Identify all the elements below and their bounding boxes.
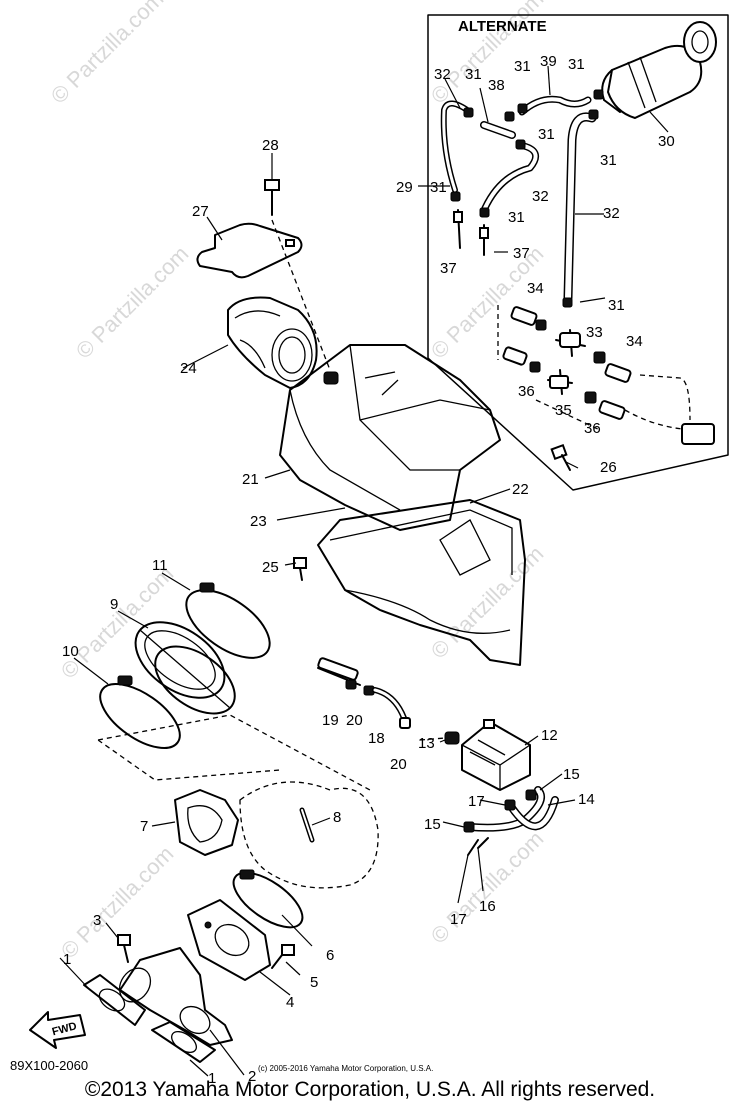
callout-label: 14 xyxy=(578,791,595,808)
callout-label: 31 xyxy=(430,179,447,196)
callout-label: 17 xyxy=(450,911,467,928)
watermark: © Partzilla.com xyxy=(426,826,549,949)
guide-line xyxy=(97,714,371,791)
callout-label: 15 xyxy=(563,766,580,783)
watermarks: © Partzilla.com © Partzilla.com © Partzi… xyxy=(46,0,549,964)
callout-label: 1 xyxy=(208,1070,216,1087)
callout-label: 6 xyxy=(326,947,334,964)
callout-label: 31 xyxy=(568,56,585,73)
screw-25 xyxy=(293,557,307,581)
gasket-7 xyxy=(174,789,239,856)
callout-label: 32 xyxy=(434,66,451,83)
callout-label: 33 xyxy=(586,324,603,341)
callout-label: 8 xyxy=(333,809,341,826)
alternate-fittings xyxy=(497,305,715,445)
fuel-pump-12 xyxy=(419,719,531,791)
watermark: © Partzilla.com xyxy=(426,541,549,664)
fuel-filter-30 xyxy=(601,21,717,119)
watermark: © Partzilla.com xyxy=(71,241,194,364)
callout-label: 36 xyxy=(518,383,535,400)
small-copyright: (c) 2005-2016 Yamaha Motor Corporation, … xyxy=(258,1064,433,1073)
callout-label: 10 xyxy=(62,643,79,660)
watermark: © Partzilla.com xyxy=(46,0,169,109)
callout-label: 25 xyxy=(262,559,279,576)
intake-duct-24 xyxy=(227,296,318,389)
fwd-arrow: FWD xyxy=(29,1011,86,1049)
callout-label: 1 xyxy=(63,951,71,968)
clamp-6 xyxy=(232,869,304,929)
callout-label: 28 xyxy=(262,137,279,154)
gasket-1-upper xyxy=(83,974,146,1026)
callout-label: 5 xyxy=(310,974,318,991)
callout-label: 36 xyxy=(584,420,601,437)
callout-label: 2 xyxy=(248,1068,256,1085)
callout-label: 4 xyxy=(286,994,294,1011)
gasket-1-lower xyxy=(151,1021,216,1063)
callout-label: 39 xyxy=(540,53,557,70)
clamp-11 xyxy=(185,582,271,659)
bolt-5 xyxy=(271,944,295,969)
callout-label: 37 xyxy=(440,260,457,277)
callout-label: 31 xyxy=(508,209,525,226)
callout-label: 31 xyxy=(600,152,617,169)
fwd-label: FWD xyxy=(51,1020,78,1038)
callout-label: 12 xyxy=(541,727,558,744)
callout-label: 23 xyxy=(250,513,267,530)
callout-label: 22 xyxy=(512,481,529,498)
callout-label: 37 xyxy=(513,245,530,262)
callout-label: 17 xyxy=(468,793,485,810)
callout-label: 35 xyxy=(555,402,572,419)
callout-label: 3 xyxy=(93,912,101,929)
callout-label: 26 xyxy=(600,459,617,476)
callout-label: 32 xyxy=(603,205,620,222)
bolt-26 xyxy=(550,443,571,471)
callout-label: 30 xyxy=(658,133,675,150)
callouts: 1 1 2 3 4 5 6 7 8 9 10 11 12 13 14 15 15… xyxy=(62,53,675,1087)
airbox-upper-21 xyxy=(279,344,501,531)
carb-outline xyxy=(239,781,379,889)
alternate-hoses xyxy=(440,89,604,308)
adapter-4 xyxy=(187,899,271,981)
leader-lines xyxy=(59,65,669,1077)
boot-9 xyxy=(134,621,236,715)
callout-label: 32 xyxy=(532,188,549,205)
callout-label: 18 xyxy=(368,730,385,747)
callout-label: 34 xyxy=(626,333,643,350)
airbox-lower-22 xyxy=(317,499,526,666)
callout-label: 31 xyxy=(465,66,482,83)
bolt-3 xyxy=(117,934,131,963)
callout-label: 11 xyxy=(152,557,168,574)
copyright-notice: ©2013 Yamaha Motor Corporation, U.S.A. A… xyxy=(84,1078,656,1101)
alternate-title: ALTERNATE xyxy=(458,18,547,35)
manifold-2 xyxy=(118,947,233,1046)
callout-label: 9 xyxy=(110,596,118,613)
callout-label: 24 xyxy=(180,360,197,377)
callout-label: 34 xyxy=(527,280,544,297)
fuel-hoses-14-15 xyxy=(463,786,559,856)
callout-label: 15 xyxy=(424,816,441,833)
callout-label: 21 xyxy=(242,471,259,488)
callout-label: 31 xyxy=(538,126,555,143)
bolt-28-bracket-27 xyxy=(196,179,331,371)
callout-label: 29 xyxy=(396,179,413,196)
callout-label: 38 xyxy=(488,77,505,94)
callout-label: 16 xyxy=(479,898,496,915)
clamp-10 xyxy=(99,675,181,749)
diagram-code: 89X100-2060 xyxy=(10,1058,88,1073)
callout-label: 20 xyxy=(346,712,363,729)
fuel-joint-19-20-18 xyxy=(317,657,411,729)
callout-label: 13 xyxy=(418,735,435,752)
callout-label: 20 xyxy=(390,756,407,773)
callout-label: 27 xyxy=(192,203,209,220)
callout-label: 31 xyxy=(514,58,531,75)
callout-label: 31 xyxy=(608,297,625,314)
alternate-box: ALTERNATE xyxy=(427,14,729,491)
callout-label: 19 xyxy=(322,712,339,729)
callout-label: 7 xyxy=(140,818,148,835)
